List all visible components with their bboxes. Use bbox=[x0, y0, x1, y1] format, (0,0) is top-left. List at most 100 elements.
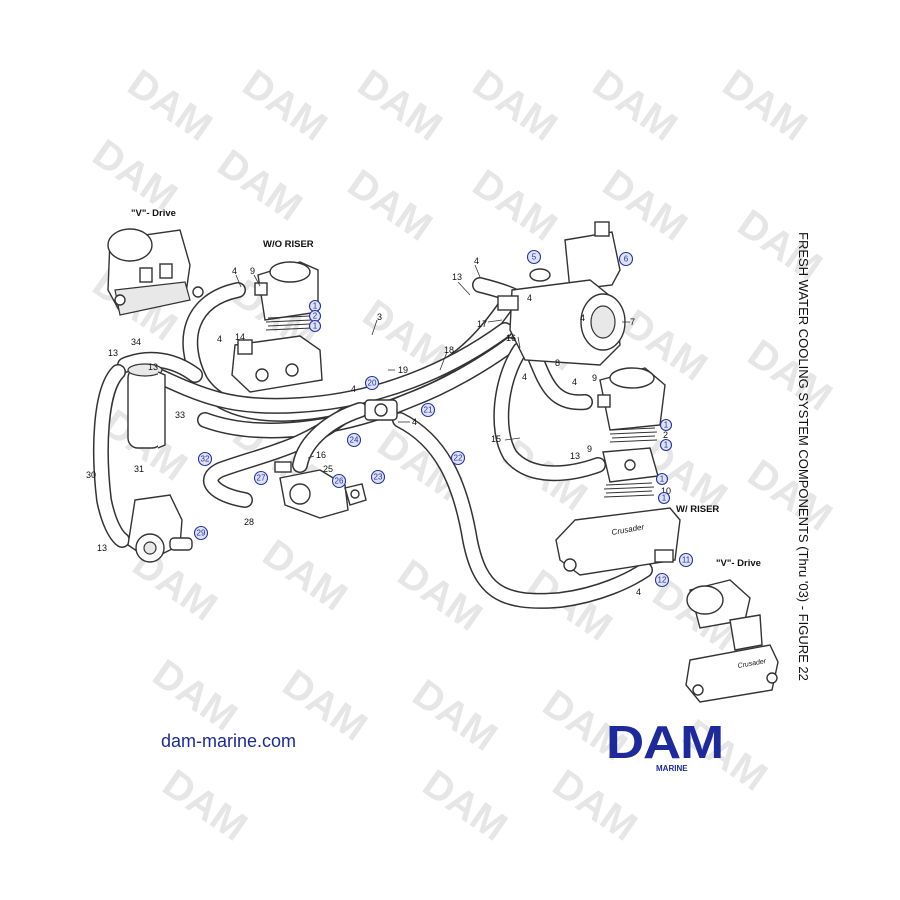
part-number: 4 bbox=[527, 293, 532, 303]
ref-20: 20 bbox=[364, 375, 380, 391]
watermark: DAM bbox=[740, 331, 840, 419]
part-number: 15 bbox=[491, 434, 501, 444]
v-drive-manifold-bottom: Crusader bbox=[685, 579, 779, 703]
gasket bbox=[344, 483, 367, 506]
svg-text:23: 23 bbox=[374, 473, 383, 482]
watermark: DAM bbox=[740, 451, 840, 539]
watermark: DAM bbox=[405, 671, 505, 759]
circulating-pump bbox=[127, 494, 193, 563]
part-number: 30 bbox=[86, 470, 96, 480]
ref-12: 12 bbox=[654, 572, 670, 588]
caption-wo-riser: W/O RISER bbox=[263, 239, 314, 250]
part-number: 7 bbox=[630, 317, 635, 327]
water-pump bbox=[274, 461, 349, 519]
part-number: 9 bbox=[587, 444, 592, 454]
watermark: DAM bbox=[255, 531, 355, 619]
part-number: 9 bbox=[250, 266, 255, 276]
watermark: DAM bbox=[350, 61, 450, 149]
part-number: 9 bbox=[592, 373, 597, 383]
ref-1: 1 bbox=[655, 472, 669, 486]
part-number: 4 bbox=[636, 587, 641, 597]
part-number: 4 bbox=[522, 372, 527, 382]
svg-text:1: 1 bbox=[313, 302, 318, 311]
part-number: 13 bbox=[148, 362, 158, 372]
part-number: 4 bbox=[580, 313, 585, 323]
ref-26: 26 bbox=[331, 473, 347, 489]
dam-marine-logo: DAM MARINE bbox=[606, 719, 738, 773]
part-number: 4 bbox=[412, 417, 417, 427]
watermark: DAM bbox=[415, 761, 515, 849]
svg-text:12: 12 bbox=[658, 576, 667, 585]
part-number: 33 bbox=[175, 410, 185, 420]
part-number: 13 bbox=[570, 451, 580, 461]
ref-22: 22 bbox=[450, 450, 466, 466]
watermark: DAM bbox=[340, 161, 440, 249]
watermark: DAM bbox=[465, 61, 565, 149]
part-number: 18 bbox=[444, 345, 454, 355]
figure-title: FRESH WATER COOLING SYSTEM COMPONENTS (T… bbox=[796, 232, 811, 681]
exhaust-elbow-right bbox=[597, 367, 666, 443]
svg-text:27: 27 bbox=[257, 474, 266, 483]
parts-layer: Crusader Crusader bbox=[107, 221, 779, 703]
ref-1: 1 bbox=[659, 418, 673, 432]
caption-v-drive-bottom: "V"- Drive bbox=[716, 558, 761, 569]
part-number: 4 bbox=[351, 384, 356, 394]
reference-circles: 1 2 1 5 6 20 21 24 22 32 27 26 23 29 1 1… bbox=[193, 249, 694, 588]
part-number: 4 bbox=[217, 334, 222, 344]
website-link[interactable]: dam-marine.com bbox=[161, 731, 297, 751]
ref-5: 5 bbox=[526, 249, 542, 265]
svg-text:32: 32 bbox=[201, 455, 210, 464]
part-number: 10 bbox=[661, 486, 671, 496]
svg-text:20: 20 bbox=[368, 379, 377, 388]
exhaust-elbow-wo-riser bbox=[254, 261, 319, 331]
ref-29: 29 bbox=[193, 525, 209, 541]
part-number: 31 bbox=[134, 464, 144, 474]
watermark: DAM bbox=[585, 61, 685, 149]
svg-text:1: 1 bbox=[664, 441, 669, 450]
ref-23: 23 bbox=[370, 469, 386, 485]
svg-text:1: 1 bbox=[662, 494, 667, 503]
svg-text:1: 1 bbox=[313, 322, 318, 331]
fill-cap bbox=[529, 268, 551, 282]
ref-21: 21 bbox=[420, 402, 436, 418]
watermark: DAM bbox=[465, 161, 565, 249]
ref-1: 1 bbox=[657, 491, 671, 505]
watermark: DAM bbox=[715, 61, 815, 149]
svg-text:26: 26 bbox=[335, 477, 344, 486]
heat-exchanger bbox=[127, 363, 166, 449]
svg-text:22: 22 bbox=[454, 454, 463, 463]
ref-24: 24 bbox=[346, 432, 362, 448]
part-number: 13 bbox=[452, 272, 462, 282]
svg-text:2: 2 bbox=[313, 312, 318, 321]
ref-32: 32 bbox=[197, 451, 213, 467]
part-number: 13 bbox=[108, 348, 118, 358]
ref-6: 6 bbox=[618, 251, 634, 267]
ref-11: 11 bbox=[678, 552, 694, 568]
svg-text:21: 21 bbox=[424, 406, 433, 415]
svg-text:29: 29 bbox=[197, 529, 206, 538]
watermark: DAM bbox=[155, 761, 255, 849]
part-number: 4 bbox=[232, 266, 237, 276]
part-number: 17 bbox=[477, 319, 487, 329]
part-number: 14 bbox=[235, 332, 245, 342]
part-number: 4 bbox=[474, 256, 479, 266]
svg-text:1: 1 bbox=[660, 475, 665, 484]
svg-text:1: 1 bbox=[664, 421, 669, 430]
part-number: 16 bbox=[506, 333, 516, 343]
logo-sub: MARINE bbox=[656, 764, 688, 773]
part-number: 13 bbox=[97, 543, 107, 553]
part-number: 28 bbox=[244, 517, 254, 527]
part-number: 19 bbox=[398, 365, 408, 375]
watermark: DAM bbox=[235, 61, 335, 149]
svg-text:5: 5 bbox=[532, 253, 537, 262]
exhaust-riser bbox=[602, 447, 659, 498]
logo-word: DAM bbox=[606, 716, 724, 768]
svg-text:24: 24 bbox=[350, 436, 359, 445]
caption-v-drive-top: "V"- Drive bbox=[131, 208, 176, 219]
watermark: DAM bbox=[120, 61, 220, 149]
ref-2: 2 bbox=[308, 309, 322, 323]
part-number: 4 bbox=[572, 377, 577, 387]
part-number: 34 bbox=[131, 337, 141, 347]
watermark: DAM bbox=[210, 141, 310, 229]
